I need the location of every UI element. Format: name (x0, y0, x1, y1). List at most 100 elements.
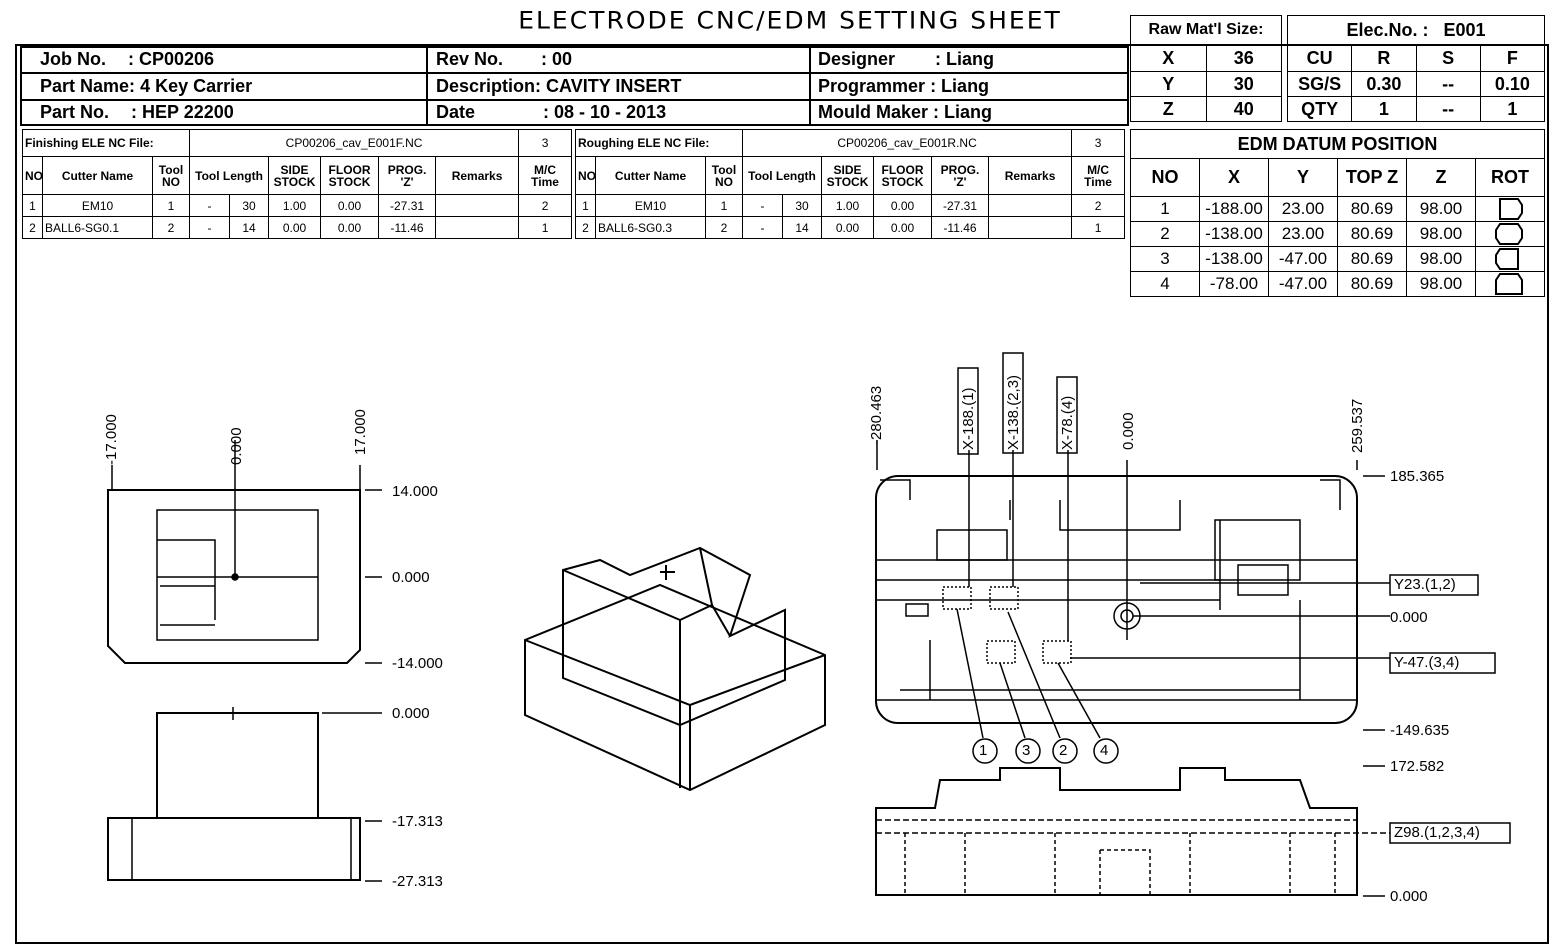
roughing-nc-table: Roughing ELE NC File:CP00206_cav_E001R.N… (574, 129, 1126, 239)
cell: 14 (229, 216, 270, 239)
date-label: Date (436, 102, 476, 122)
dimension-y: 0.000 (1390, 609, 1428, 626)
dimension-x: -17.000 (103, 414, 120, 465)
electrode-x-position: X-78.(4) (1059, 395, 1076, 450)
cell: -27.31 (931, 194, 990, 217)
column-header-remarks: Remarks (988, 156, 1073, 195)
cell: -27.31 (378, 194, 437, 217)
dimension-x: 259.537 (1349, 398, 1366, 453)
edm-head: TOP Z (1337, 158, 1407, 197)
cell (435, 216, 520, 239)
raw-x-label: X (1130, 44, 1207, 72)
programmer-label: Programmer (818, 76, 926, 96)
edm-cell: 4 (1130, 271, 1200, 297)
raw-mat-label: Raw Mat'l Size: (1130, 15, 1282, 45)
column-header-floor: FLOOR STOCK (873, 156, 933, 195)
column-header-mc: M/C Time (1071, 156, 1126, 195)
dimension-x: 0.000 (1120, 412, 1137, 450)
mould-maker-label: Mould Maker (818, 102, 929, 122)
finishing-file-count: 3 (518, 129, 573, 157)
dimension-x: -280.463 (868, 385, 885, 445)
roughing-file-label: Roughing ELE NC File: (574, 129, 744, 157)
cell: - (742, 216, 784, 239)
electrode-callout: 2 (1059, 742, 1068, 759)
elec-head: S (1415, 44, 1481, 72)
date-value: : 08 - 10 - 2013 (543, 102, 667, 122)
column-header-mc: M/C Time (518, 156, 573, 195)
dimension-y: -149.635 (1390, 722, 1450, 739)
elec-no-value: E001 (1443, 19, 1486, 40)
roughing-file-count: 3 (1071, 129, 1126, 157)
cell: 30 (782, 194, 823, 217)
electrode-callout: 1 (979, 742, 988, 759)
column-header-tool_len: Tool Length (742, 156, 823, 195)
description-value: CAVITY INSERT (546, 76, 682, 96)
elec-cell: QTY (1286, 96, 1353, 122)
dimension-z: -17.313 (392, 813, 443, 830)
column-header-side: SIDE STOCK (268, 156, 322, 195)
electrode-x-position: X-138.(2,3) (1005, 374, 1022, 450)
edm-cell: 98.00 (1406, 246, 1476, 272)
electrode-y-position: Y-47.(3,4) (1394, 654, 1460, 671)
elec-cell: 1 (1351, 96, 1417, 122)
elec-head: R (1351, 44, 1417, 72)
electrode-side-view (107, 707, 382, 882)
rev-value: : 00 (541, 49, 573, 69)
programmer-value: : Liang (930, 76, 990, 96)
column-header-no: NO (575, 156, 596, 195)
electrode-callout: 4 (1100, 742, 1109, 759)
edm-cell: 80.69 (1337, 271, 1407, 297)
cell: 1 (518, 216, 573, 239)
part-no-value: : HEP 22200 (131, 102, 234, 122)
rotation-icon (1499, 198, 1523, 220)
edm-cell: 98.00 (1406, 271, 1476, 297)
cavity-top-view (875, 352, 1511, 844)
edm-cell: 80.69 (1337, 246, 1407, 272)
electrode-z-position: Z98.(1,2,3,4) (1394, 824, 1480, 841)
cell: BALL6-SG0.3 (595, 216, 706, 239)
column-header-side: SIDE STOCK (821, 156, 875, 195)
dimension-x: 17.000 (352, 409, 369, 455)
cell: 2 (704, 216, 744, 239)
job-value: : CP00206 (128, 49, 215, 69)
designer-value: : Liang (935, 49, 995, 69)
finishing-nc-table: Finishing ELE NC File:CP00206_cav_E001F.… (21, 129, 573, 239)
edm-cell: 23.00 (1268, 221, 1338, 247)
sheet-title: ELECTRODE CNC/EDM SETTING SHEET (518, 6, 1062, 35)
edm-head: NO (1130, 158, 1200, 197)
cell: - (189, 216, 231, 239)
cell: 0.00 (320, 194, 380, 217)
edm-cell: -78.00 (1199, 271, 1269, 297)
dimension-y: 14.000 (392, 483, 438, 500)
edm-head: X (1199, 158, 1269, 197)
electrode-isometric-view (524, 546, 826, 792)
electrode-top-view (107, 440, 382, 664)
edm-datum-table: EDM DATUM POSITION NO X Y TOP Z Z ROT 1-… (1130, 129, 1545, 297)
raw-z-label: Z (1130, 96, 1207, 122)
edm-cell: 80.69 (1337, 221, 1407, 247)
description-label: Description: (436, 76, 542, 96)
electrode-x-position: X-188.(1) (960, 387, 977, 450)
raw-y-label: Y (1130, 71, 1207, 97)
job-label: Job No. (40, 49, 106, 69)
elec-cell: -- (1415, 96, 1481, 122)
cell: 0.00 (268, 216, 322, 239)
raw-x-value: 36 (1205, 44, 1282, 72)
header-info (20, 46, 1129, 126)
dimension-y: -14.000 (392, 655, 443, 672)
elec-cell: SG/S (1286, 71, 1353, 97)
edm-head: ROT (1475, 158, 1545, 197)
electrode-y-position: Y23.(1,2) (1394, 576, 1456, 593)
cell: -11.46 (378, 216, 437, 239)
dimension-y: 0.000 (392, 569, 430, 586)
edm-cell: 98.00 (1406, 221, 1476, 247)
rev-label: Rev No. (436, 49, 504, 69)
